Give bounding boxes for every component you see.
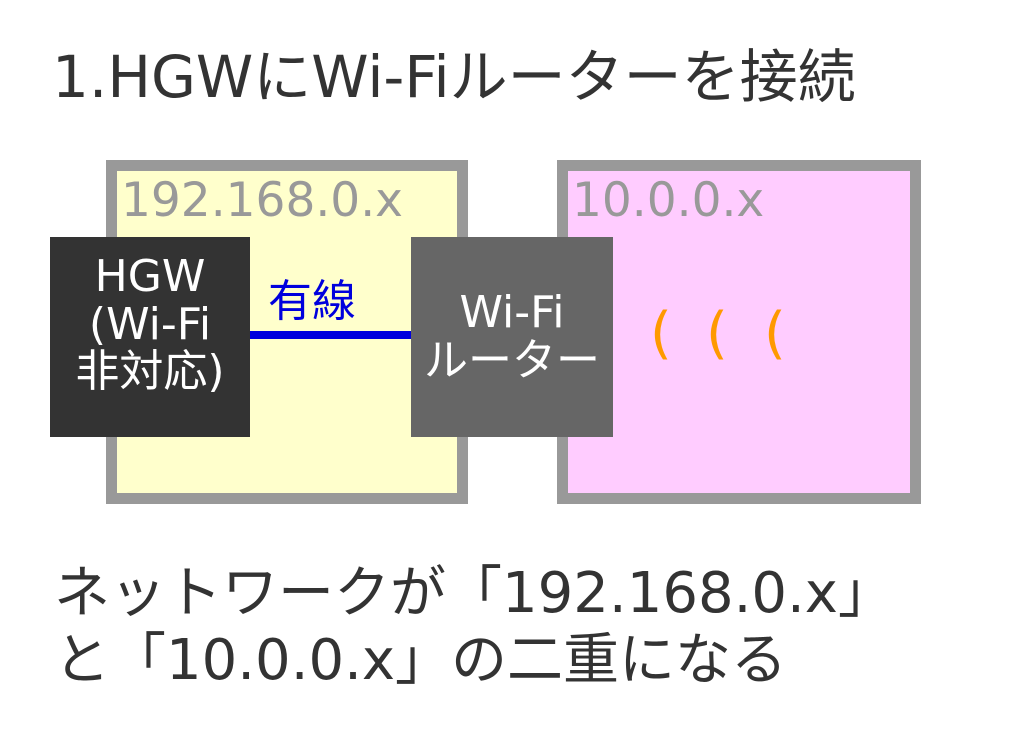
hgw-device: HGW (Wi-Fi 非対応)	[50, 237, 250, 437]
hgw-label-line-2: (Wi-Fi	[88, 298, 212, 350]
wifi-wave-icon: (	[650, 301, 672, 366]
router-label-line-2: ルーター	[424, 334, 600, 386]
network-b-label: 10.0.0.x	[572, 173, 765, 228]
wifi-wave-icon: (	[706, 301, 728, 366]
page-title: 1.HGWにWi-Fiルーターを接続	[52, 43, 856, 111]
hgw-label-line-3: 非対応)	[75, 346, 225, 398]
network-10-0-box: 10.0.0.x	[557, 160, 921, 504]
caption-line-1: ネットワークが「192.168.0.x」	[54, 561, 894, 626]
network-a-label: 192.168.0.x	[121, 173, 403, 228]
router-label-line-1: Wi-Fi	[459, 287, 565, 338]
caption-line-2: と「10.0.0.x」の二重になる	[54, 628, 788, 694]
hgw-label-line-1: HGW	[94, 251, 206, 302]
caption: ネットワークが「192.168.0.x」 と「10.0.0.x」の二重になる	[54, 560, 894, 694]
wifi-router-device: Wi-Fi ルーター	[411, 237, 613, 437]
wired-connection-line	[250, 331, 411, 339]
wifi-wave-icon: (	[764, 301, 786, 366]
wired-connection-label: 有線	[268, 276, 356, 327]
